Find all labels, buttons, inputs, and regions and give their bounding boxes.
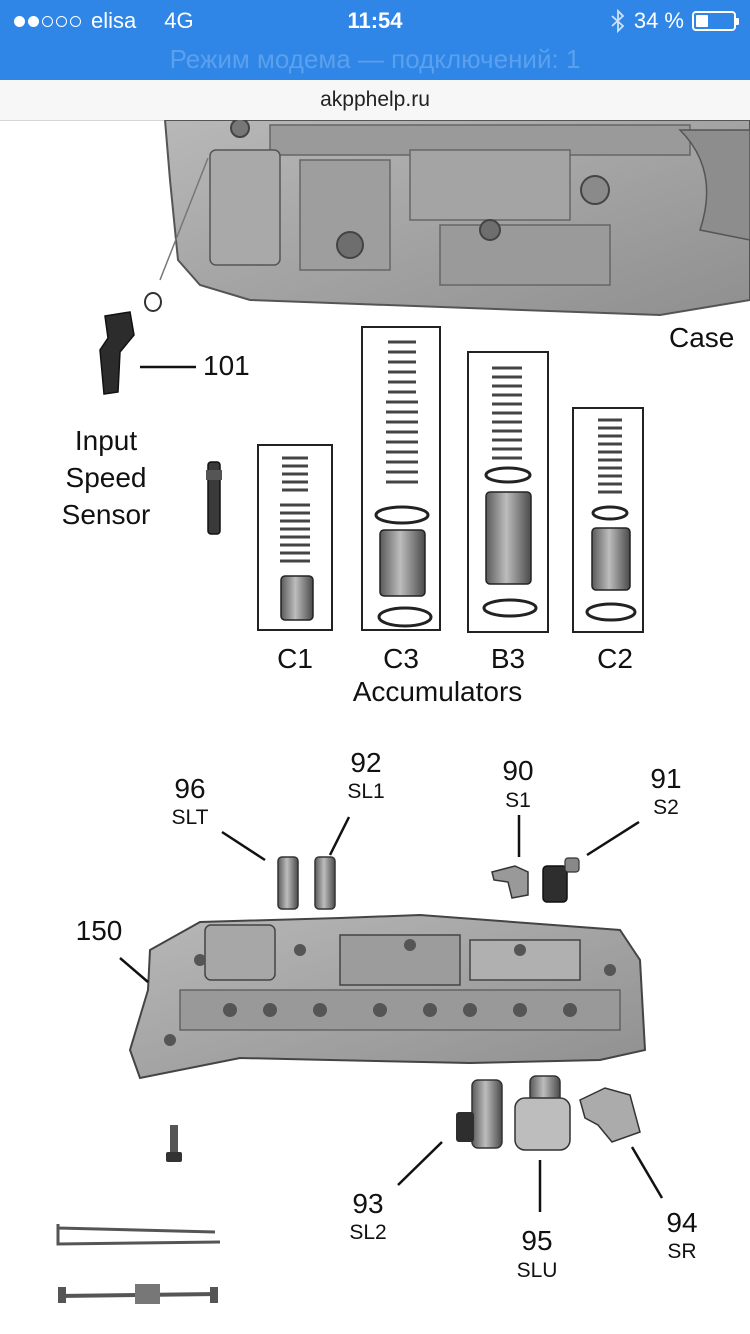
solenoid-slu: [514, 1075, 571, 1151]
part-96-number: 96: [174, 773, 206, 804]
input-speed-sensor-part: [99, 311, 222, 535]
case-label: Case: [669, 322, 735, 353]
part-92-code: SL1: [347, 780, 385, 803]
part-94-code: SR: [667, 1240, 697, 1263]
part-101-label: 101: [203, 350, 250, 381]
clock: 11:54: [347, 8, 403, 33]
solenoid-s1: [491, 865, 529, 899]
solenoid-sl1: [314, 856, 336, 910]
accumulator-b3: [467, 351, 549, 633]
accumulator-c3: [361, 326, 441, 631]
status-right: 34 %: [610, 8, 739, 34]
address-bar[interactable]: akpphelp.ru: [0, 80, 750, 121]
part-95-code: SLU: [516, 1259, 558, 1282]
sensor-label-line1: Input: [74, 425, 138, 456]
part-150-number: 150: [75, 915, 123, 946]
accumulator-c1: [257, 444, 333, 631]
carrier-name: elisa: [91, 8, 137, 33]
leader-lines: [119, 815, 664, 1212]
solenoid-sl2: [456, 1079, 503, 1149]
transmission-parts-diagram: [56, 120, 750, 1304]
part-90-number: 90: [502, 755, 534, 786]
solenoid-sr: [579, 1087, 641, 1143]
transmission-case: [144, 120, 750, 317]
part-91-code: S2: [653, 796, 679, 819]
accumulator-c1-label: C1: [277, 643, 313, 674]
rod-part-2: [57, 1284, 219, 1304]
network-type: 4G: [164, 8, 194, 33]
rod-part-1: [56, 1224, 221, 1246]
battery-icon: [692, 11, 739, 31]
status-left: elisa 4G: [14, 8, 194, 34]
part-95-number: 95: [521, 1225, 553, 1256]
signal-strength-icon: [14, 15, 81, 27]
accumulators-title: Accumulators: [352, 676, 523, 707]
sensor-label-line2: Speed: [65, 462, 147, 493]
battery-percent: 34 %: [633, 8, 684, 33]
status-bar: elisa 4G 11:54 34 % Режим модема — подкл…: [0, 0, 750, 80]
part-91-number: 91: [650, 763, 682, 794]
hotspot-banner[interactable]: Режим модема — подключений: 1: [169, 44, 581, 74]
part-93-number: 93: [352, 1188, 384, 1219]
sensor-label-line3: Sensor: [61, 499, 151, 530]
part-96-code: SLT: [171, 806, 209, 829]
valve-body: [128, 913, 647, 1080]
part-92-number: 92: [350, 747, 382, 778]
accumulator-b3-label: B3: [490, 643, 526, 674]
bolt-part: [166, 1125, 182, 1162]
part-90-code: S1: [505, 789, 531, 812]
accumulator-c2-label: C2: [597, 643, 633, 674]
solenoid-s2: [542, 857, 580, 903]
part-93-code: SL2: [349, 1221, 387, 1244]
accumulator-c2: [572, 407, 644, 633]
solenoid-slt: [277, 856, 299, 910]
accumulator-c3-label: C3: [383, 643, 419, 674]
bluetooth-icon: [611, 9, 625, 33]
part-94-number: 94: [666, 1207, 698, 1238]
